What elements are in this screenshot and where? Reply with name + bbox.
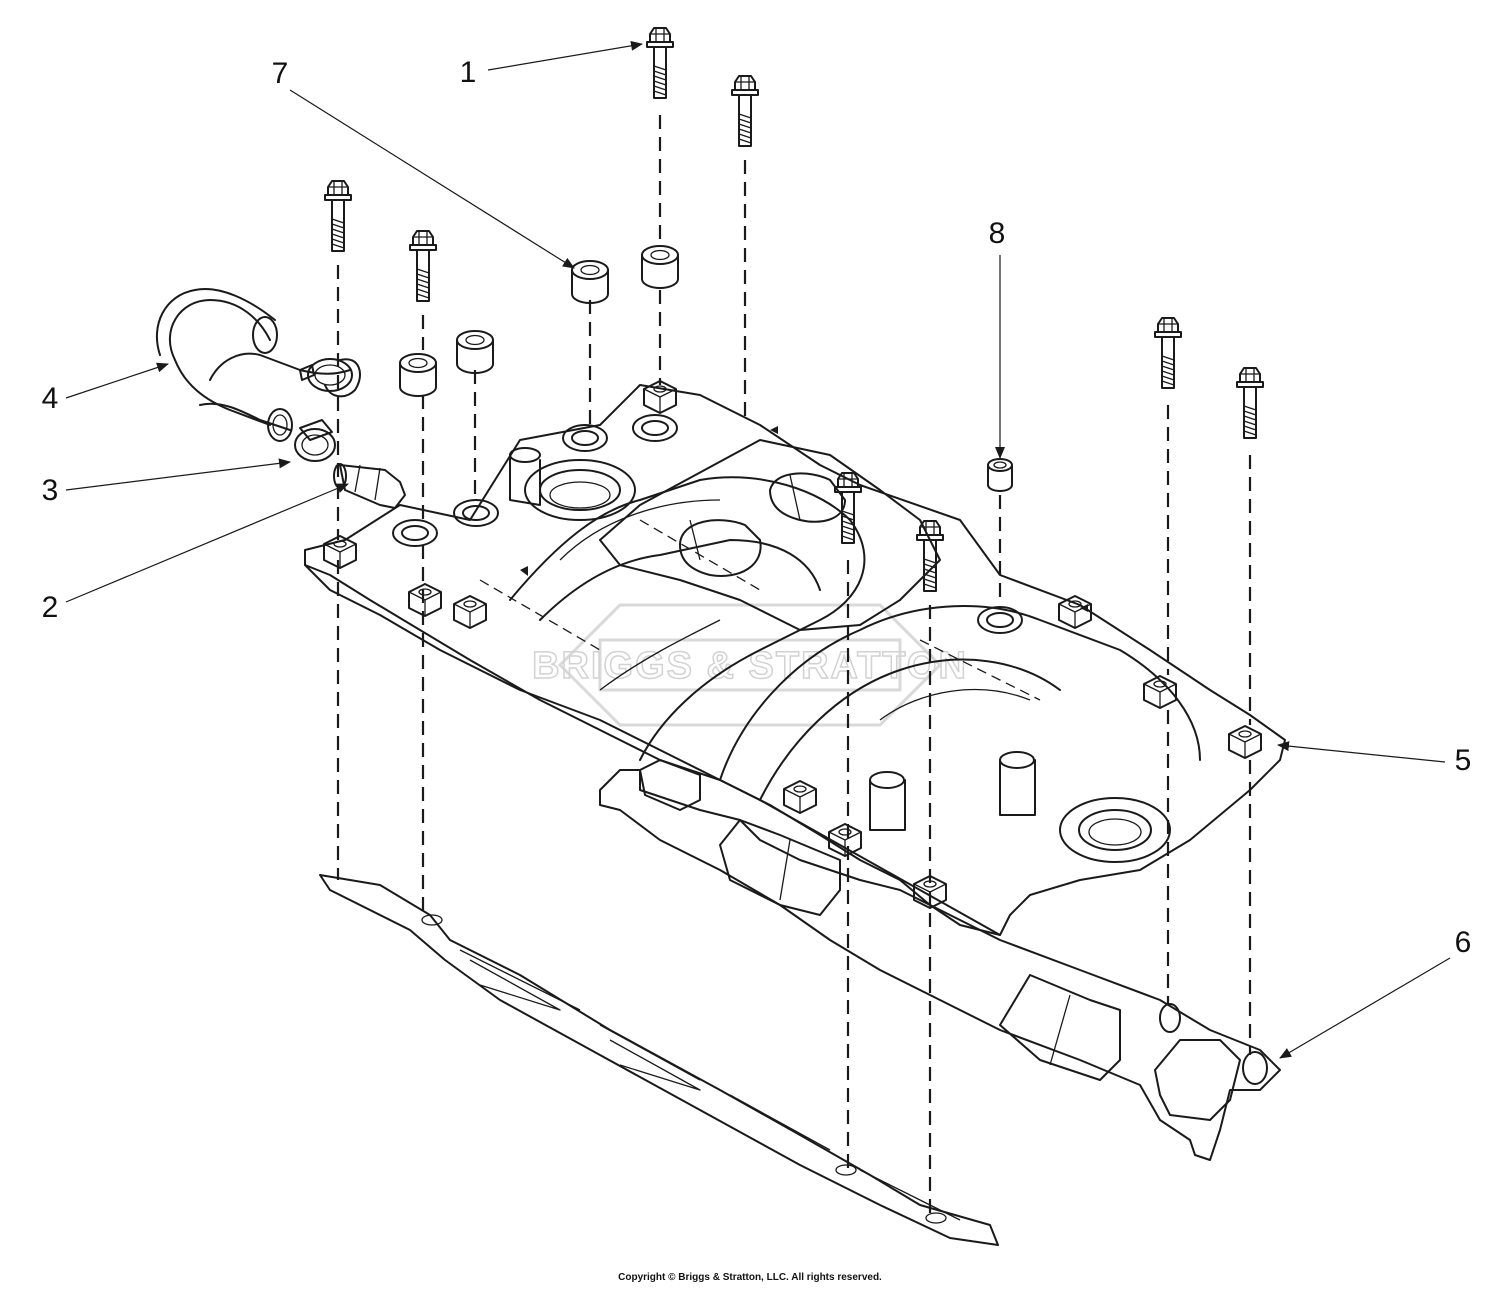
gasket-right: [599, 759, 1281, 1161]
bolt-2: [731, 75, 759, 147]
callout-2: 2: [42, 591, 59, 624]
callout-3: 3: [42, 474, 59, 507]
watermark-logo: BRIGGS & STRATTON: [531, 603, 968, 727]
callout-5: 5: [1455, 744, 1472, 777]
hose: [155, 288, 361, 442]
bolt-3: [324, 180, 352, 252]
callout-7: 7: [272, 57, 289, 90]
intake-manifold: [304, 380, 1286, 936]
bolt-8: [1236, 367, 1264, 439]
callout-6: 6: [1455, 926, 1472, 959]
bolt-4: [409, 230, 437, 302]
callout-8: 8: [989, 217, 1006, 250]
callout-4: 4: [42, 382, 59, 415]
hose-clamp-lower: [294, 419, 336, 462]
copyright-notice: Copyright © Briggs & Stratton, LLC. All …: [618, 1272, 882, 1283]
bolt-7: [1154, 317, 1182, 389]
assembly-lines: [336, 115, 1252, 1215]
bolt-1: [646, 27, 674, 99]
hose-clamp-upper: [299, 358, 353, 392]
callout-1: 1: [460, 56, 477, 89]
watermark-text: BRIGGS & STRATTON: [532, 645, 968, 687]
spacer-3: [456, 330, 494, 374]
spacer-1: [571, 260, 609, 304]
spacer-4: [399, 353, 437, 397]
spacer-8: [987, 458, 1013, 492]
gasket-left: [319, 874, 999, 1246]
callout-labels: 1 2 3 4 5 6 7 8: [42, 56, 1472, 959]
spacer-2: [641, 245, 679, 289]
leader-lines: [65, 40, 1451, 1059]
